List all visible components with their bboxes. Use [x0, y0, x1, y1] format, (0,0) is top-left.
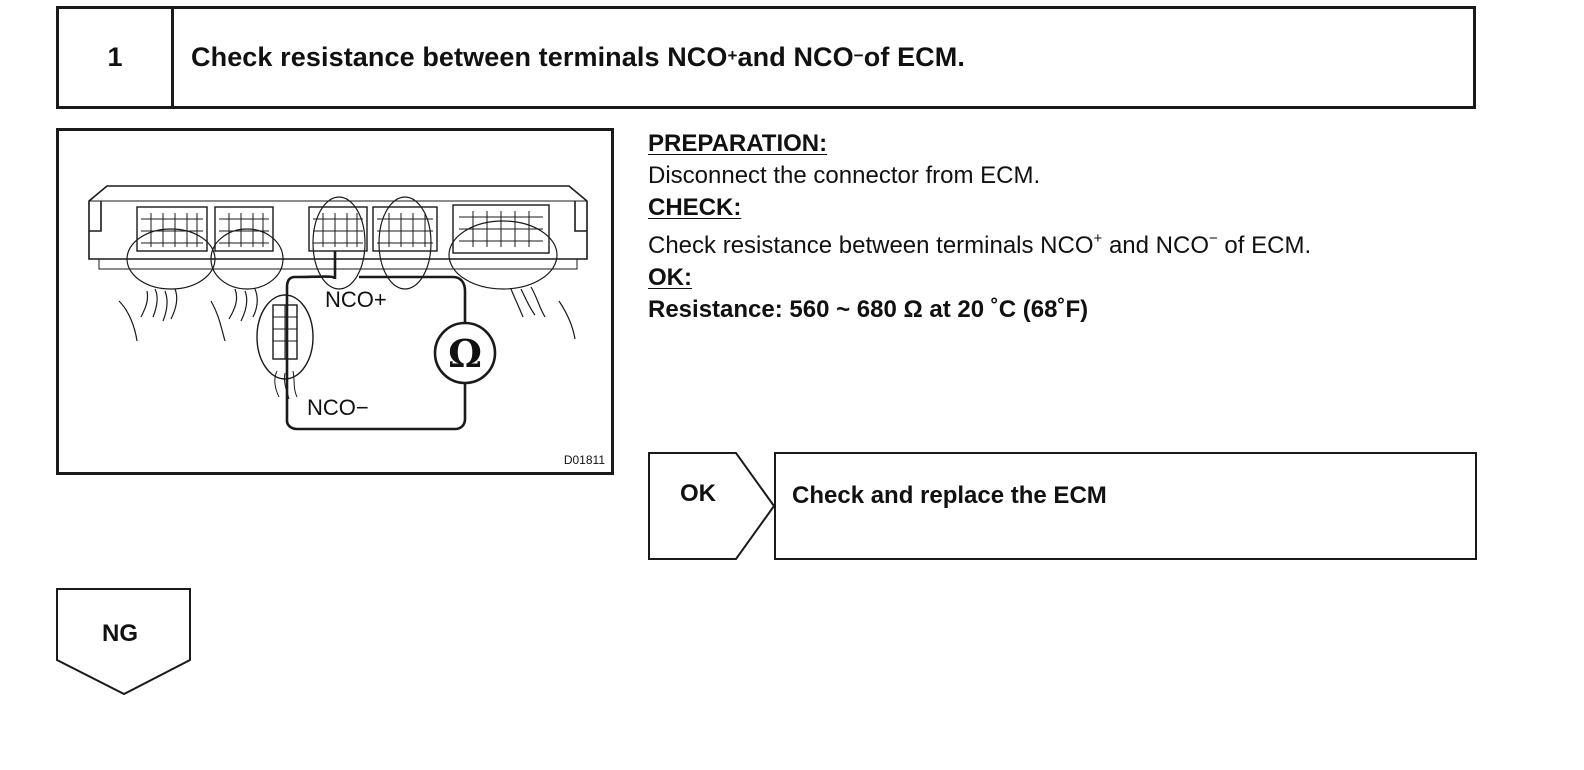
ok-result-text: Check and replace the ECM — [792, 482, 1107, 509]
minus-sign: − — [1209, 230, 1218, 247]
preparation-heading: PREPARATION: — [648, 130, 828, 157]
ng-arrow-icon — [56, 588, 191, 696]
lead-wire-minus — [359, 275, 467, 325]
ecm-connector-diagram: NCO+ NCO− Ω — [88, 185, 588, 431]
ecm-connector-blocks — [136, 204, 550, 254]
step-number: 1 — [59, 9, 174, 106]
ohm-symbol: Ω — [448, 331, 482, 376]
label-nco-minus: NCO− — [307, 395, 369, 420]
check-text-part: of ECM. — [1217, 232, 1312, 259]
step-title-text: of ECM. — [863, 42, 965, 72]
plus-sign: + — [1093, 230, 1103, 247]
plus-sign: + — [727, 45, 738, 65]
label-nco-plus: NCO+ — [325, 287, 387, 312]
preparation-text: Disconnect the connector from ECM. — [648, 162, 1041, 189]
step-header: 1 Check resistance between terminals NCO… — [56, 6, 1476, 109]
step-title-text: Check resistance between terminals NCO — [191, 42, 728, 72]
step-title-text: and NCO — [737, 42, 854, 72]
lead-wire-plus — [285, 251, 467, 431]
ok-result-box: Check and replace the ECM — [774, 452, 1477, 560]
ecm-illustration: NCO+ NCO− Ω D01811 — [56, 128, 614, 475]
step-title: Check resistance between terminals NCO+ … — [174, 9, 1473, 106]
instructions: PREPARATION: Disconnect the connector fr… — [648, 128, 1528, 326]
ok-label: OK — [680, 480, 716, 507]
check-text-part: and NCO — [1102, 232, 1209, 259]
ok-spec: Resistance: 560 ~ 680 Ω at 20 ˚C (68˚F) — [648, 296, 1089, 323]
check-heading: CHECK: — [648, 194, 742, 221]
ok-heading: OK: — [648, 264, 692, 291]
check-text-part: Check resistance between terminals NCO — [648, 232, 1094, 259]
ohmmeter-icon — [433, 321, 497, 385]
ng-label: NG — [102, 620, 138, 647]
figure-code: D01811 — [563, 453, 605, 467]
ok-arrow-icon — [648, 452, 776, 560]
minus-sign: − — [853, 45, 864, 65]
check-text: Check resistance between terminals NCO+ … — [648, 224, 1528, 262]
test-connector — [256, 294, 314, 400]
